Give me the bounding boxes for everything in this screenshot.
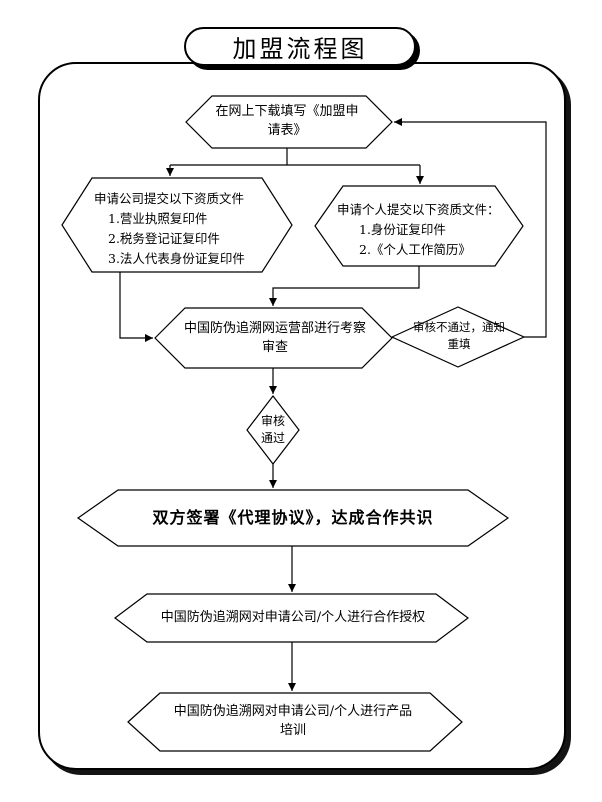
company-node-shape	[61, 177, 293, 273]
diagram-title-text: 加盟流程图	[232, 35, 368, 63]
pass-decision-text: 审核 通过	[260, 413, 285, 445]
pass-decision-shape	[246, 395, 300, 465]
agreement-node-shape	[76, 489, 510, 547]
personal-node-shape	[314, 185, 524, 267]
reject-decision-text: 审核不通过，通知 重填	[413, 320, 505, 351]
arrow-reject-feedback	[394, 118, 547, 338]
company-doc-item: 1.营业执照复印件	[108, 211, 208, 226]
company-doc-item: 2.税务登记证复印件	[108, 231, 220, 246]
arrow-company-to-review	[119, 272, 153, 342]
arrow-personal-to-review	[269, 266, 420, 306]
personal-node-text: 申请个人提交以下资质文件： 1.身份证复印件 2.《个人工作简历》	[337, 200, 515, 260]
personal-doc-item: 2.《个人工作简历》	[359, 242, 471, 257]
company-node-text: 申请公司提交以下资质文件 1.营业执照复印件 2.税务登记证复印件 3.法人代表…	[94, 189, 286, 269]
company-docs-title: 申请公司提交以下资质文件	[94, 191, 245, 206]
reject-decision-shape	[390, 306, 526, 368]
authorize-node-shape	[114, 593, 469, 643]
download-node-shape	[185, 95, 393, 149]
agreement-node-text: 双方签署《代理协议》，达成合作共识	[152, 508, 434, 528]
training-node-text: 中国防伪追溯网对申请公司/个人进行产品 培训	[173, 704, 413, 738]
review-node-shape	[154, 307, 393, 369]
company-doc-item: 3.法人代表身份证复印件	[108, 251, 245, 266]
personal-doc-item: 1.身份证复印件	[359, 222, 446, 237]
authorize-node-text: 中国防伪追溯网对申请公司/个人进行合作授权	[160, 609, 426, 625]
review-node-text: 中国防伪追溯网运营部进行考察 审查	[183, 321, 366, 355]
training-node-shape	[127, 692, 463, 752]
personal-docs-title: 申请个人提交以下资质文件：	[337, 202, 500, 217]
diagram-title: 加盟流程图	[184, 27, 416, 66]
download-node-text: 在网上下载填写《加盟申 请表》	[215, 104, 359, 138]
